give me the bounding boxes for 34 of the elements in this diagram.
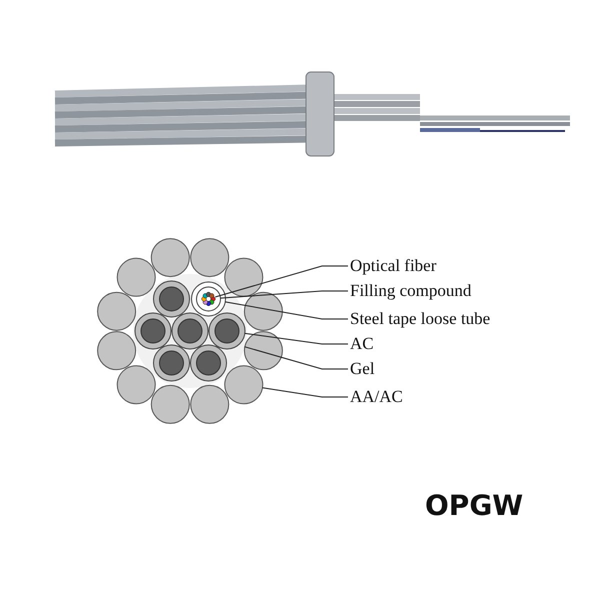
product-type-label: OPGW (425, 490, 524, 522)
wire-strand (150, 384, 190, 424)
wire-strand (97, 292, 136, 331)
filling-compound (196, 286, 221, 312)
wire-strand (190, 384, 230, 424)
wire-strand (224, 365, 264, 404)
wire-strand (172, 312, 208, 350)
wire-strand (244, 292, 283, 331)
leader-line (244, 346, 348, 370)
wire-strand (208, 312, 246, 350)
leader-line (224, 301, 348, 320)
wire-strand (153, 280, 190, 318)
wire-strand (116, 258, 156, 297)
part-label: Gel (350, 359, 375, 379)
wire-strand (190, 344, 227, 382)
wire-strand (134, 312, 172, 350)
part-label: AC (350, 334, 374, 354)
wire-strand (97, 331, 136, 370)
part-label: Filling compound (350, 281, 472, 301)
part-label: Optical fiber (350, 256, 436, 276)
leader-line (220, 290, 348, 299)
part-label: AA/AC (350, 387, 403, 407)
wire-strand (150, 238, 190, 278)
wire-strand (190, 238, 230, 278)
leader-line (244, 332, 348, 344)
wire-strand (244, 331, 283, 370)
part-label: Steel tape loose tube (350, 309, 490, 329)
leader-line (214, 266, 348, 298)
wire-strand (224, 258, 264, 297)
wire-strand (153, 344, 190, 382)
leader-line (262, 387, 348, 398)
wire-strand (116, 365, 156, 404)
optical-fiber-bundle (201, 292, 216, 306)
loose-tube (191, 281, 226, 316)
